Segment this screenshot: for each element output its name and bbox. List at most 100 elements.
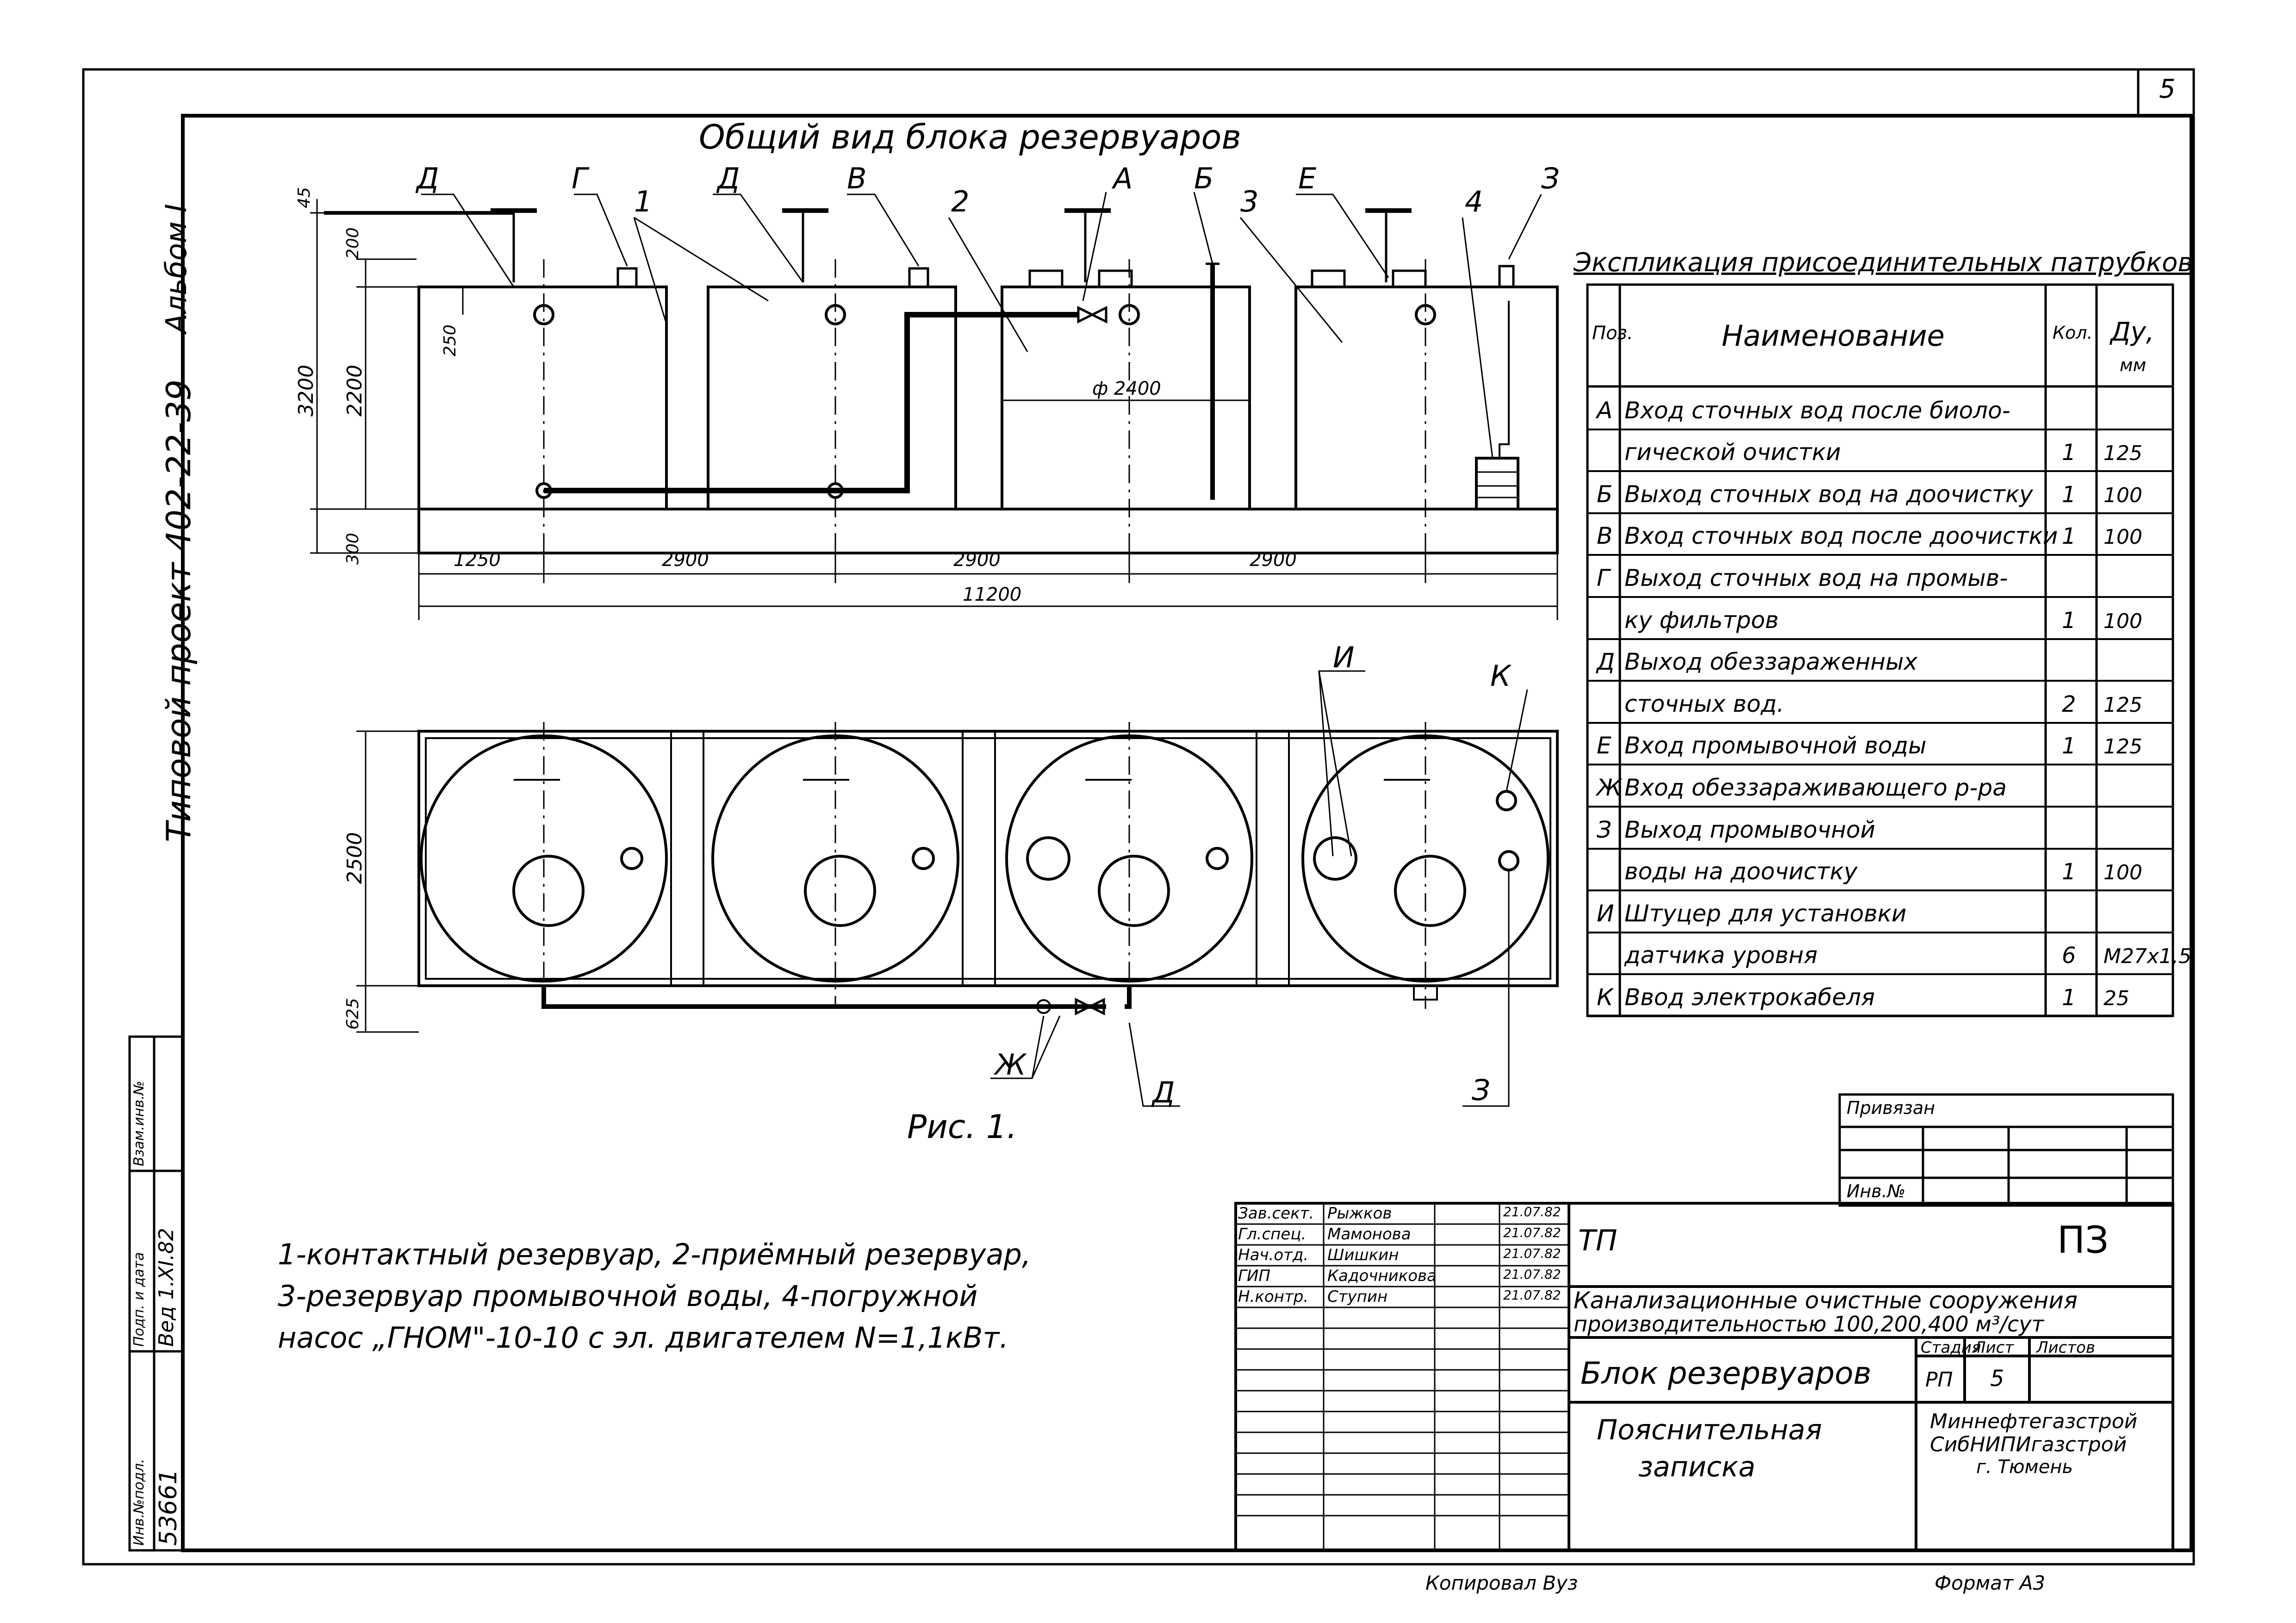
signature-role: Гл.спец. [1238,1225,1307,1244]
explication-du: 25 [2103,987,2129,1010]
explication-row-line [1587,1015,2173,1017]
signature-name: Шишкин [1327,1246,1399,1264]
callout-D3: Д [1152,1076,1175,1109]
signature-name: Ступин [1327,1287,1388,1306]
dim-2200: 2200 [343,365,367,417]
col-name-header: Наименование [1722,319,1945,353]
base-slab [417,508,1559,554]
explication-row-line [1587,428,2173,430]
drawing-title: Общий вид блока резервуаров [699,118,1241,156]
left-inv-value: 53661 [155,1469,182,1546]
signature-role: ГИП [1238,1267,1270,1285]
col-qty-header: Кол. [2053,323,2093,343]
explication-name: гической очистки [1624,439,1841,466]
signature-role: Зав.сект. [1238,1204,1314,1223]
explication-qty: 1 [2062,607,2076,634]
binding-block [1838,1093,2174,1207]
signature-date: 21.07.82 [1503,1204,1561,1219]
block-name: Блок резервуаров [1580,1356,1872,1391]
explication-name: Вход промывочной воды [1624,732,1927,759]
outer-frame [82,68,2195,1566]
doc-name-1: Пояснительная [1597,1414,1822,1446]
explication-row-line [1587,847,2173,850]
explication-du: 100 [2103,861,2142,885]
explication-name: Штуцер для установки [1624,900,1907,927]
sheets-header: Листов [2036,1338,2096,1357]
signature-role: Н.контр. [1238,1287,1309,1306]
col-du-unit: мм [2120,355,2147,375]
explication-row-line [1587,764,2173,766]
explication-name: датчика уровня [1624,942,1818,969]
page-number: 5 [2159,74,2176,104]
explication-pos: Г [1597,565,1610,591]
explication-du: 100 [2103,483,2142,507]
callout-E: Е [1298,162,1317,195]
org-3: г. Тюмень [1976,1456,2073,1478]
explication-pos: Е [1597,732,1612,759]
explication-qty: 1 [2062,440,2076,466]
sheet-header: Лист [1974,1338,2014,1357]
plan-view [356,670,1559,1107]
explication-row-line [1587,680,2173,682]
tank-2 [707,286,957,510]
explication-pos: В [1597,522,1613,550]
explication-row-line [1587,973,2173,976]
project-label: Типовой проект 402-22-39 [159,379,198,842]
doc-name-2: записка [1638,1451,1755,1483]
signature-date: 21.07.82 [1503,1287,1561,1303]
signature-date: 21.07.82 [1503,1225,1561,1240]
callout-D1: Д [417,162,439,195]
dim-2900a: 2900 [662,549,709,571]
front-view [310,192,1559,620]
plan-frame [417,730,1559,987]
explication-row-line [1587,931,2173,933]
signature-date: 21.07.82 [1503,1246,1561,1261]
title-stamp [1234,1202,2174,1552]
explication-name: Выход сточных вод на промыв- [1624,565,2008,591]
legend-line-2: 3-резервуар промывочной воды, 4-погружно… [278,1279,978,1313]
dim-2500: 2500 [343,832,367,884]
explication-du: 125 [2103,442,2142,466]
figure-label: Рис. 1. [907,1108,1017,1146]
footer-copied: Копировал Вуз [1425,1572,1578,1594]
explication-du: 100 [2103,609,2142,633]
explication-pos: К [1597,984,1613,1011]
binding-label: Привязан [1847,1098,1935,1118]
explication-qty: 6 [2062,943,2076,969]
explication-name: Вход сточных вод после биоло- [1624,397,2010,424]
explication-du: М27х1,5 [2103,945,2191,969]
dim-45: 45 [295,187,314,208]
explication-qty: 2 [2062,691,2076,717]
org-2: СибНИПИгазстрой [1930,1433,2127,1456]
explication-pos: З [1597,816,1612,843]
dim-300: 300 [343,533,362,565]
callout-3: 3 [1240,185,1259,218]
explication-qty: 1 [2062,481,2076,508]
callout-4: 4 [1465,185,1483,218]
callout-G: Г [572,162,588,195]
explication-qty: 1 [2062,985,2076,1011]
explication-name: Выход обеззараженных [1624,648,1918,676]
signature-name: Кадочникова [1327,1267,1437,1285]
signature-name: Рыжков [1327,1204,1392,1223]
dim-diameter: ф 2400 [1092,378,1161,399]
inner-frame [181,114,2193,1552]
explication-pos: Д [1597,648,1615,676]
dim-625: 625 [343,998,362,1030]
pump-4 [1475,457,1519,510]
callout-K: К [1490,659,1511,693]
explication-name: Выход сточных вод на доочистку [1624,480,2033,508]
callout-Z2: З [1472,1073,1490,1107]
explication-row-line [1587,638,2173,640]
left-sign-label: Подп. и дата [131,1252,147,1347]
stage-header: Стадия [1921,1338,1981,1357]
explication-du: 125 [2103,735,2142,759]
col-pos-header: Поз. [1592,323,1633,344]
explication-row-line [1587,721,2173,724]
callout-Zh: Ж [995,1048,1026,1082]
explication-title: Экспликация присоединительных патрубков [1574,248,2193,278]
explication-name: сточных вод. [1624,690,1784,717]
dim-200: 200 [343,227,362,259]
left-inv-label: Инв.№подл. [131,1459,147,1546]
explication-row-line [1587,512,2173,514]
